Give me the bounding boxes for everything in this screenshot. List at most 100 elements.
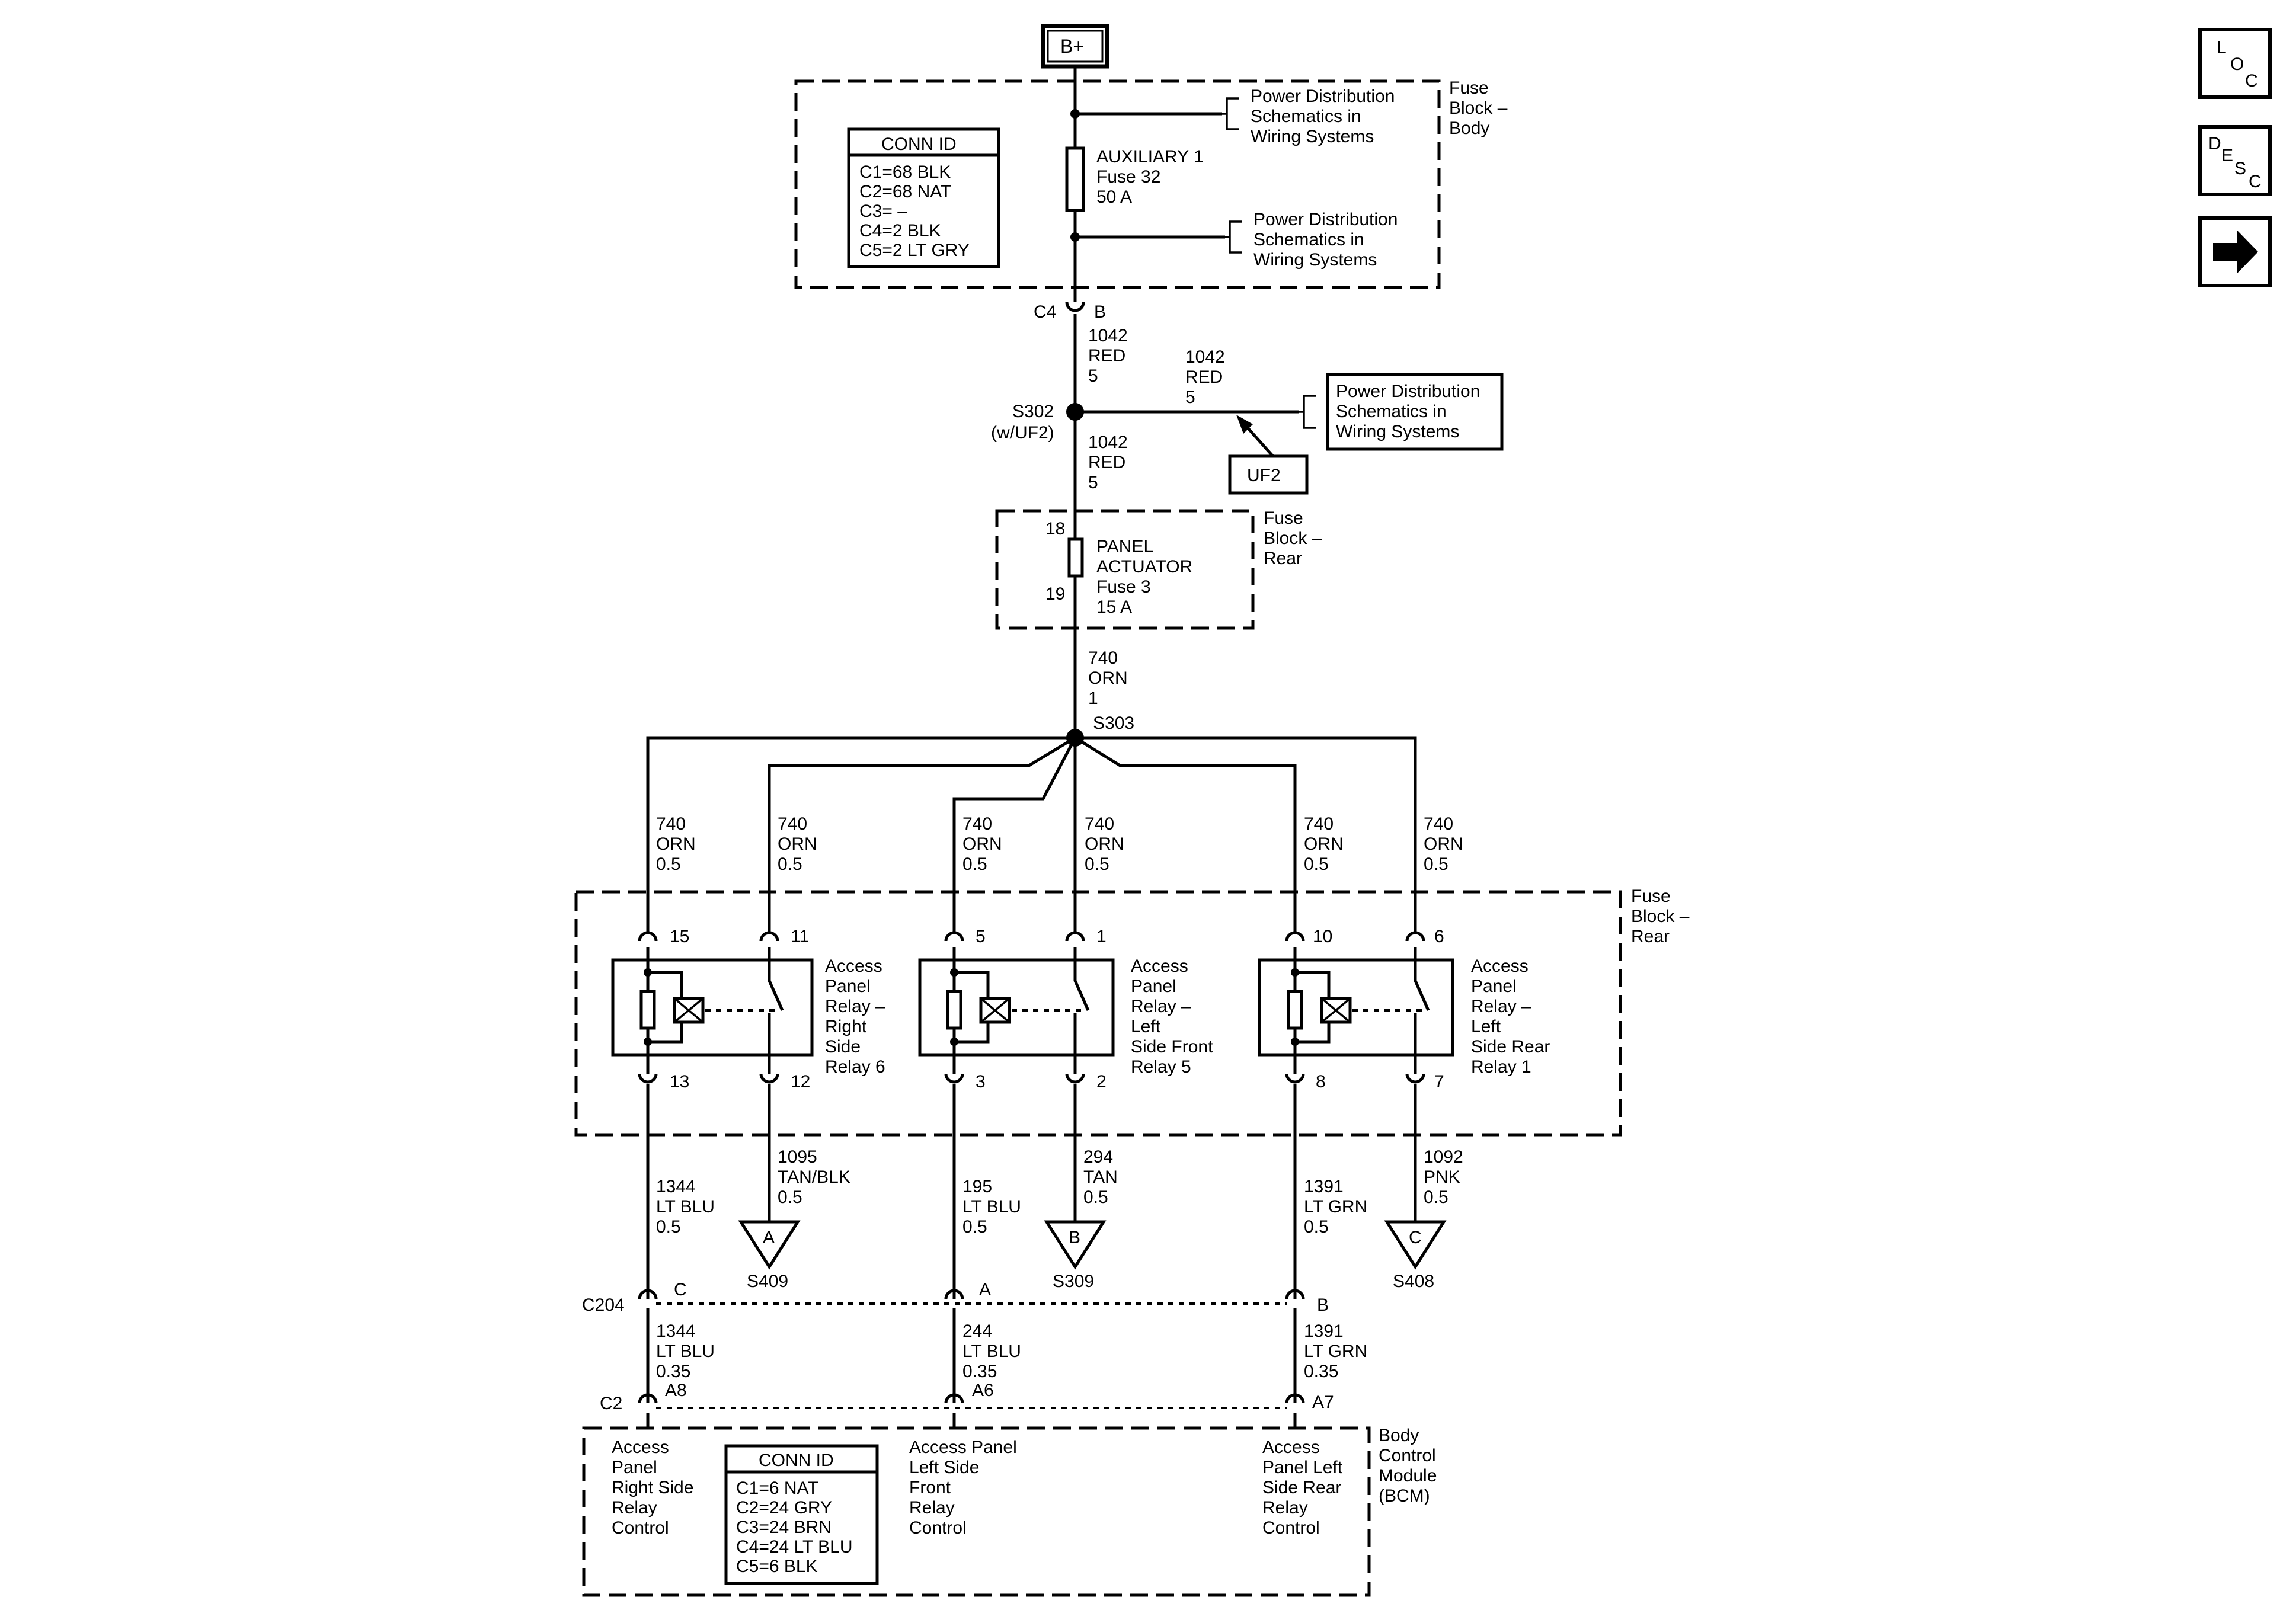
- wire-label: RED: [1185, 367, 1223, 387]
- relay-pin: 6: [1434, 927, 1444, 946]
- conn-id-row: C5=2 LT GRY: [859, 241, 970, 260]
- wire-label: 1391: [1304, 1177, 1344, 1196]
- wire-label: 1344: [656, 1177, 696, 1196]
- connector-pin: C: [674, 1280, 687, 1299]
- relay-label: Relay –: [1131, 997, 1191, 1016]
- bcm-input-label: Control: [1262, 1518, 1320, 1538]
- option-uf2: UF2: [1247, 466, 1281, 485]
- relay-pin: 2: [1096, 1072, 1107, 1092]
- bcm-input-label: Relay: [1262, 1498, 1308, 1518]
- desc-letter: S: [2234, 159, 2246, 178]
- wire-label: 1092: [1424, 1147, 1463, 1167]
- conn-id-row: C3=24 BRN: [736, 1518, 832, 1537]
- wire-label: ORN: [962, 834, 1002, 854]
- power-distribution-ref-box: [1326, 373, 1504, 451]
- relay-label: Panel: [1471, 977, 1517, 996]
- relay-right-side: [611, 947, 814, 1074]
- bcm-input-label: Access: [1262, 1438, 1320, 1457]
- conn-id-row: C1=68 BLK: [859, 162, 951, 182]
- wire-label: 1344: [656, 1321, 696, 1341]
- loc-letter: L: [2217, 38, 2227, 57]
- desc-button[interactable]: D E S C: [2198, 125, 2272, 196]
- wire-label: 0.5: [1424, 1188, 1448, 1207]
- conn-id-row: C2=68 NAT: [859, 182, 951, 201]
- fuse-block-rear-outline: [995, 509, 1255, 630]
- conn-id-title: CONN ID: [759, 1451, 834, 1470]
- connector-id: C4: [1034, 302, 1056, 322]
- wire-label: LT GRN: [1304, 1342, 1367, 1361]
- conn-id-row: C4=24 LT BLU: [736, 1537, 853, 1557]
- relay-label: Side: [825, 1037, 861, 1057]
- fuse-block-rear-label: Rear: [1631, 927, 1670, 946]
- fuse-block-rear-label: Fuse: [1264, 508, 1303, 528]
- wire-label: ORN: [1085, 834, 1124, 854]
- desc-letter: D: [2208, 134, 2221, 153]
- power-distribution-ref: Wiring Systems: [1336, 422, 1459, 441]
- loc-button[interactable]: L O C: [2198, 28, 2272, 99]
- relay-label: Relay 1: [1471, 1057, 1531, 1077]
- wire-label: TAN/BLK: [778, 1167, 850, 1187]
- wire-label: 0.5: [1083, 1188, 1108, 1207]
- wire-label: 0.5: [1304, 1217, 1329, 1237]
- relay-label: Relay 6: [825, 1057, 885, 1077]
- relay-pin: 1: [1096, 927, 1107, 946]
- power-distribution-ref: Power Distribution: [1336, 382, 1480, 401]
- bcm-label: Body: [1379, 1426, 1419, 1445]
- relay-label: Relay –: [825, 997, 885, 1016]
- bcm-input-label: Left Side: [909, 1458, 979, 1477]
- bcm-input-label: Access Panel: [909, 1438, 1017, 1457]
- relay-label: Left: [1471, 1017, 1501, 1036]
- relay-label: Left: [1131, 1017, 1161, 1036]
- wire-label: 0.5: [1424, 854, 1448, 874]
- wire-label: 5: [1185, 388, 1195, 407]
- connector-c4: [1065, 302, 1085, 312]
- arrow-icon: [1236, 415, 1253, 434]
- fuse-block-rear-label: Block –: [1631, 907, 1690, 926]
- relay-pin: 7: [1434, 1072, 1444, 1092]
- wire-label: 5: [1088, 366, 1098, 386]
- ground-triangle-icon: [738, 1220, 801, 1270]
- relay-pin: 13: [670, 1072, 689, 1092]
- loc-letter: C: [2245, 71, 2258, 91]
- power-distribution-ref: Schematics in: [1336, 402, 1447, 421]
- conn-id-row: C4=2 BLK: [859, 221, 941, 241]
- fuse-pin: 18: [1045, 519, 1065, 539]
- connector-pin: A7: [1312, 1393, 1334, 1412]
- bcm-input-label: Side Rear: [1262, 1478, 1341, 1497]
- power-distribution-ref: Schematics in: [1251, 107, 1361, 126]
- relay-left-side-rear: [1258, 947, 1454, 1074]
- bcm-input-label: Front: [909, 1478, 951, 1497]
- relay-pin: 8: [1316, 1072, 1326, 1092]
- wire-label: LT BLU: [962, 1342, 1021, 1361]
- wire-label: 1042: [1185, 347, 1225, 367]
- wire-label: 5: [1088, 473, 1098, 492]
- bcm-input-label: Panel: [612, 1458, 657, 1477]
- bcm-label: (BCM): [1379, 1486, 1430, 1506]
- power-distribution-ref: Wiring Systems: [1251, 127, 1374, 146]
- fuse-label: Fuse 3: [1096, 577, 1151, 597]
- wire-label: 740: [1424, 814, 1453, 834]
- next-button[interactable]: [2198, 216, 2272, 287]
- right-arrow-icon: [2213, 230, 2258, 274]
- relay-label: Relay –: [1471, 997, 1531, 1016]
- battery-label: B+: [1060, 36, 1084, 57]
- bcm-input-label: Control: [909, 1518, 967, 1538]
- bcm-label: Control: [1379, 1446, 1436, 1465]
- wire-label: LT BLU: [656, 1197, 715, 1217]
- fuse-label: ACTUATOR: [1096, 557, 1192, 577]
- fuse-panel-actuator: [1067, 537, 1084, 578]
- relay-label: Panel: [1131, 977, 1176, 996]
- fuse-block-body-label: Block –: [1449, 98, 1508, 118]
- wire-label: RED: [1088, 453, 1125, 472]
- wire-label: 1042: [1088, 326, 1128, 345]
- power-distribution-ref: Schematics in: [1253, 230, 1364, 249]
- relay-label: Access: [1131, 956, 1188, 976]
- wire-label: 0.5: [1304, 854, 1329, 874]
- fuse-block-rear-label: Block –: [1264, 529, 1322, 548]
- bcm-input-label: Relay: [612, 1498, 657, 1518]
- relay-left-side-front: [918, 947, 1115, 1074]
- wire-label: 0.5: [962, 854, 987, 874]
- wire-label: 740: [778, 814, 807, 834]
- loc-letter: O: [2230, 55, 2244, 74]
- wire-label: ORN: [1088, 668, 1128, 688]
